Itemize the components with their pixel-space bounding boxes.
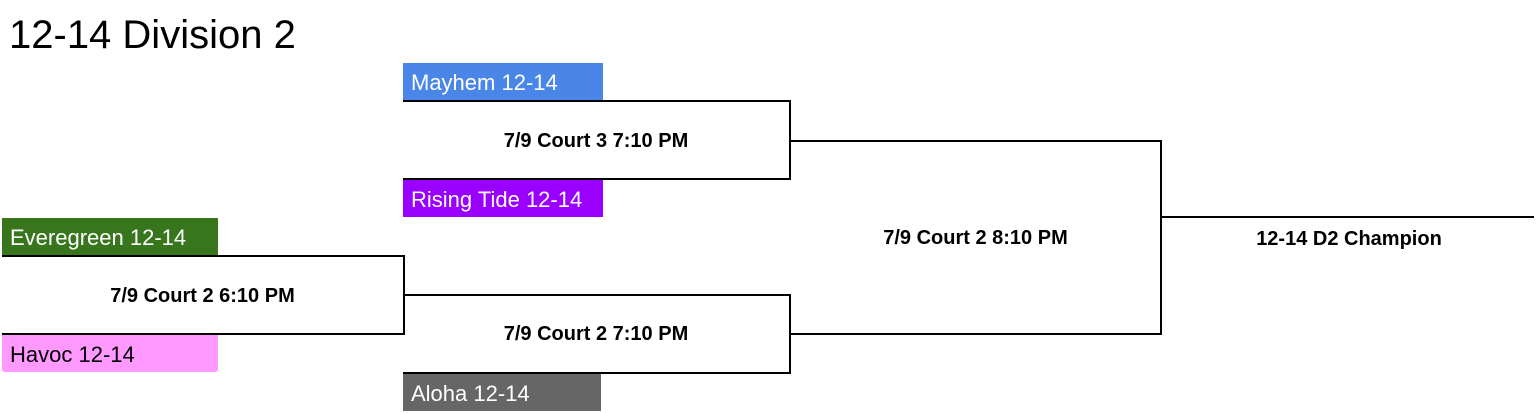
game-label-semi-bottom: 7/9 Court 2 7:10 PM [503, 323, 689, 345]
team-rising-tide: Rising Tide 12-14 [403, 178, 603, 217]
final-line-top [791, 140, 1162, 142]
team-havoc: Havoc 12-14 [2, 333, 218, 372]
semi-top-line-bottom [603, 178, 791, 180]
team-mayhem: Mayhem 12-14 [403, 63, 603, 102]
semi-bottom-line-top [403, 294, 791, 296]
round1-line-top [218, 255, 405, 257]
game-label-final: 7/9 Court 2 8:10 PM [883, 227, 1068, 249]
team-aloha: Aloha 12-14 [403, 372, 601, 411]
semi-top-line-vertical [789, 100, 791, 180]
team-everegreen: Everegreen 12-14 [2, 218, 218, 257]
round1-line-bottom [218, 333, 405, 335]
champion-label: 12-14 D2 Champion [1256, 228, 1442, 250]
semi-bottom-line-bottom [601, 372, 791, 374]
semi-bottom-line-vertical [789, 294, 791, 374]
final-line-vertical [1160, 140, 1162, 335]
final-line-bottom [791, 333, 1162, 335]
game-label-semi-top: 7/9 Court 3 7:10 PM [503, 130, 689, 152]
game-label-round1: 7/9 Court 2 6:10 PM [110, 285, 295, 307]
champion-line [1160, 216, 1534, 218]
semi-top-line-top [603, 100, 791, 102]
bracket-title: 12-14 Division 2 [9, 13, 296, 57]
